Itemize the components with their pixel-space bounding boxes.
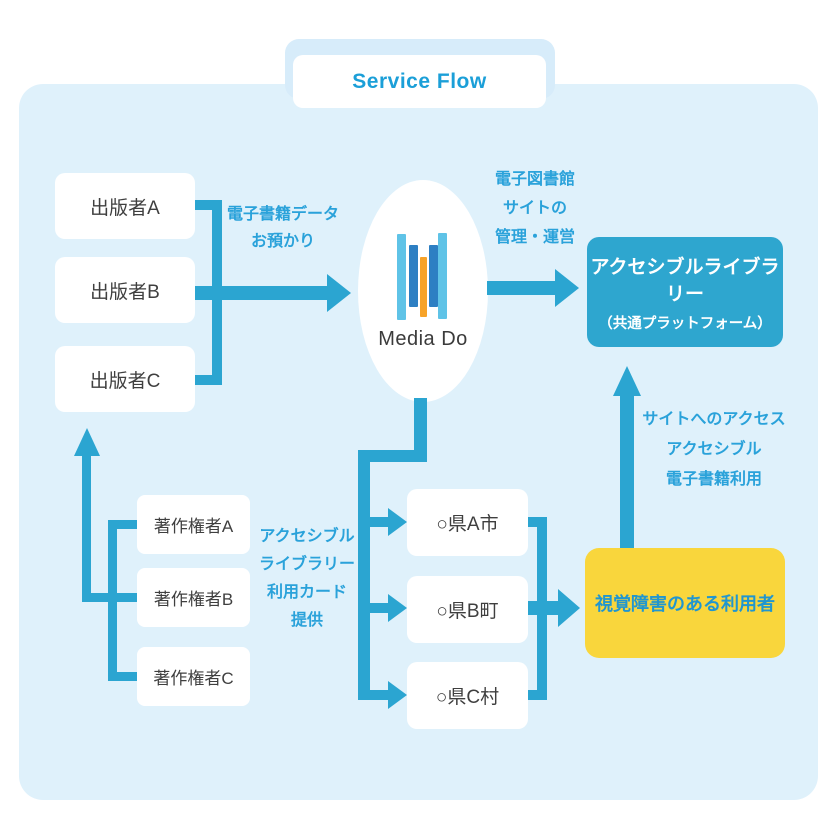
users-label: 視覚障害のある利用者: [595, 594, 775, 614]
municipality-a-box: ○県A市: [407, 489, 528, 556]
accessible-library-box: アクセシブルライブラリー （共通プラットフォーム）: [587, 237, 783, 347]
arrow-to-muni-c-shaft: [370, 690, 388, 700]
municipality-c-box: ○県C村: [407, 662, 528, 729]
mediado-wordmark: Media Do: [378, 328, 468, 350]
arrow-muni-to-users-shaft: [528, 601, 558, 615]
arrow-muni-to-users-head: [558, 589, 580, 627]
mediado-logo-bar-icon: [397, 234, 406, 320]
copyright-c-label: 著作権者C: [153, 669, 234, 688]
publisher-a-label: 出版者A: [90, 197, 160, 219]
publisher-b-box: 出版者B: [55, 257, 195, 323]
mediado-logo-bar-icon: [409, 245, 418, 307]
mediado-logo-bar-icon: [438, 233, 447, 319]
publisher-c-box: 出版者C: [55, 346, 195, 412]
mediado-logo-bar-icon: [420, 257, 427, 317]
copyright-b-label: 著作権者B: [153, 590, 234, 609]
arrow-to-muni-c-head: [388, 681, 407, 709]
label-site-access: サイトへのアクセス アクセシブル 電子書籍利用: [642, 411, 786, 488]
municipality-b-label: ○県B町: [436, 601, 499, 622]
municipality-c-label: ○県C村: [435, 687, 500, 708]
municipality-a-label: ○県A市: [436, 514, 499, 535]
page-title: Service Flow: [352, 69, 487, 93]
connector-copyright-c: [108, 672, 137, 681]
connector-municipality-spine: [358, 450, 370, 700]
arrow-copyright-to-publishers-head: [74, 428, 100, 456]
arrow-to-muni-a-shaft: [370, 517, 388, 527]
users-box: 視覚障害のある利用者: [585, 548, 785, 658]
arrow-mediado-to-library-shaft: [487, 281, 555, 295]
label-site-management: 電子図書館 サイトの 管理・運営: [494, 171, 575, 246]
connector-mediado-down: [414, 398, 427, 458]
municipality-b-box: ○県B町: [407, 576, 528, 643]
connector-mediado-elbow: [358, 450, 427, 462]
arrow-to-muni-a-head: [388, 508, 407, 536]
arrow-mediado-to-library-head: [555, 269, 579, 307]
connector-publisher-a: [195, 200, 222, 210]
label-card-provision: アクセシブル ライブラリー 利用カード 提供: [258, 528, 355, 629]
publisher-a-box: 出版者A: [55, 173, 195, 239]
connector-publisher-c: [195, 375, 222, 385]
publisher-b-label: 出版者B: [90, 281, 160, 303]
arrow-publishers-to-mediado-shaft: [195, 286, 327, 300]
connector-copyright-b-horizontal: [82, 593, 137, 602]
copyright-a-label: 著作権者A: [153, 517, 234, 536]
arrow-to-muni-b-shaft: [370, 603, 388, 613]
arrow-users-to-library-shaft: [620, 394, 634, 548]
publisher-c-label: 出版者C: [89, 370, 161, 392]
arrow-to-muni-b-head: [388, 594, 407, 622]
copyright-b-box: 著作権者B: [137, 568, 250, 627]
copyright-c-box: 著作権者C: [137, 647, 250, 706]
accessible-library-title: アクセシブルライブラリー: [590, 256, 780, 305]
connector-copyright-a: [108, 520, 137, 529]
label-ebook-deposit: 電子書籍データ お預かり: [226, 206, 339, 250]
title-box: Service Flow: [293, 55, 546, 108]
arrow-users-to-library-head: [613, 366, 641, 396]
arrow-publishers-to-mediado-head: [327, 274, 351, 312]
mediado-logo-bar-icon: [429, 245, 438, 307]
copyright-a-box: 著作権者A: [137, 495, 250, 554]
accessible-library-subtitle: （共通プラットフォーム）: [598, 315, 772, 332]
arrow-copyright-to-publishers-shaft: [82, 454, 91, 602]
